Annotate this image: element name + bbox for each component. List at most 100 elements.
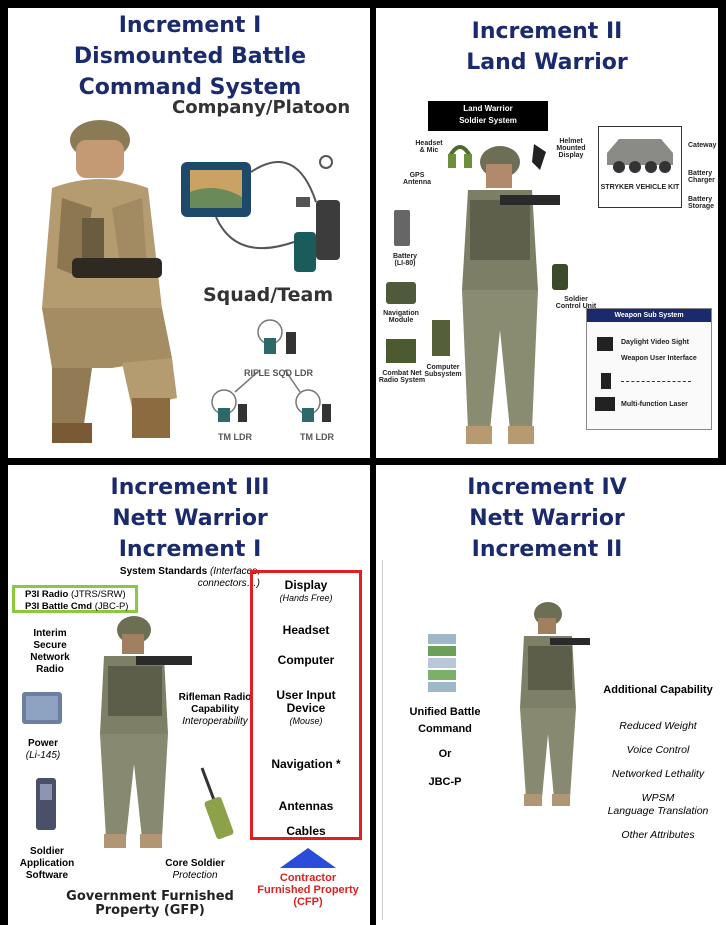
tm-ldr-label-2: TM LDR [300, 432, 334, 442]
power-label: Power (Li-145) [14, 738, 72, 762]
cfp-item-label: Display [284, 578, 328, 592]
label-line: Capability [191, 704, 239, 715]
weapon-sub-system-title: Weapon Sub System [587, 309, 711, 322]
additional-capability-label: Additional Capability [603, 684, 713, 696]
title-line: Increment II [471, 537, 623, 562]
protection-note: Protection [172, 870, 218, 881]
label-line: Network [30, 652, 70, 663]
label-line: Command [418, 723, 472, 735]
label-line: Software [25, 870, 69, 881]
label-line: Rifleman Radio [178, 692, 252, 703]
weapon-sub-system-box: Weapon Sub System Daylight Video Sight W… [586, 308, 712, 430]
title-line: Increment IV [467, 475, 627, 500]
panel-3-title: Increment III Nett Warrior Increment I [10, 472, 370, 565]
cfp-item-label: Cables [286, 824, 326, 838]
battery-icon [394, 210, 410, 246]
p3i-box: P3I Radio (JTRS/SRW) P3I Battle Cmd (JBC… [12, 585, 138, 613]
soldier-control-unit-icon [552, 264, 568, 290]
soldier-land-warrior-image [462, 146, 560, 444]
capability-item: Networked Lethality [611, 768, 705, 780]
panel-1-title: Increment I Dismounted Battle Command Sy… [10, 10, 370, 103]
title-line: Command System [78, 75, 302, 100]
title-line: Nett Warrior [112, 506, 268, 531]
system-standards-text: System Standards (Interfaces, connectors… [90, 566, 260, 590]
label-line: Secure [33, 640, 67, 651]
label-line: Application [19, 858, 75, 869]
jbcp-label: JBC-P [428, 776, 462, 788]
cfp-item-note: (Mouse) [289, 716, 323, 726]
title-line: Increment II [471, 19, 623, 44]
label-line: Unified Battle [409, 706, 481, 718]
header-line: Soldier System [459, 116, 517, 125]
radio-icon [386, 339, 416, 363]
core-soldier-title: Core Soldier [165, 858, 225, 869]
helmet-display-icon [532, 144, 546, 170]
capability-item: Language Translation [607, 805, 709, 817]
cfp-up-arrow-icon [280, 848, 336, 868]
dbcs-device-kit-image [181, 155, 340, 272]
company-platoon-label: Company/Platoon [172, 97, 351, 118]
cfp-item-label: Computer [277, 653, 335, 667]
callout-headset: Headset & Mic [415, 140, 443, 154]
navigation-module-icon [386, 282, 416, 304]
label-line: Soldier [30, 846, 64, 857]
cfp-item-note: (Hands Free) [279, 593, 333, 603]
weapon-sight-icon [595, 337, 615, 411]
system-standards-label: System Standards [119, 566, 208, 577]
title-line: Increment III [110, 475, 270, 500]
title-line: Increment I [118, 13, 262, 38]
cfp-box: Display (Hands Free) Headset Computer Us… [250, 570, 362, 840]
application-device-icon [36, 778, 56, 830]
interim-radio-label: Interim Secure Network Radio [20, 628, 80, 676]
soldier-kneeling-image [42, 120, 177, 443]
capabilities-list: Reduced Weight Voice Control Networked L… [588, 720, 726, 841]
panel-4-title: Increment IV Nett Warrior Increment II [376, 472, 718, 565]
label-line: Contractor [279, 872, 337, 884]
p3i-radio-label: P3I Radio [25, 589, 69, 600]
power-note: (Li-145) [25, 750, 61, 761]
label-line: (CFP) [293, 896, 323, 908]
title-line: Nett Warrior [469, 506, 625, 531]
callout-gps-antenna: GPS Antenna [403, 172, 431, 186]
cfp-item-label: Headset [282, 623, 330, 637]
title-line: Land Warrior [466, 50, 628, 75]
rifleman-radio-icon [200, 767, 234, 840]
stryker-label: STRYKER VEHICLE KIT [600, 184, 680, 191]
label-line: Government Furnished [66, 889, 234, 904]
weapon-item: Daylight Video Sight [621, 339, 689, 346]
title-line: Increment I [118, 537, 262, 562]
label-line: Furnished Property [257, 884, 359, 896]
header-line: Land Warrior [463, 104, 513, 113]
rifleman-radio-label: Rifleman Radio Capability Interoperabili… [160, 692, 270, 728]
title-line: Dismounted Battle [73, 44, 307, 69]
capability-item: WPSM [641, 792, 675, 804]
core-soldier-label: Core Soldier Protection [150, 858, 240, 882]
label-line: Interim [33, 628, 67, 639]
label-line: Property (GFP) [95, 903, 205, 918]
unified-battle-command-stack-icon [428, 634, 456, 692]
panel-2-title: Increment II Land Warrior [376, 16, 718, 78]
callout-battery-storage: Battery Storage [688, 196, 715, 210]
power-battery-icon [22, 692, 62, 724]
cfp-item-label: Navigation * [271, 757, 341, 771]
p3i-cmd-label: P3I Battle Cmd [25, 601, 93, 612]
stryker-vehicle-kit-box: STRYKER VEHICLE KIT [598, 126, 682, 208]
cfp-item-label: User Input Device [276, 688, 336, 715]
capability-item: Reduced Weight [619, 720, 697, 732]
gfp-label: Government Furnished Property (GFP) [40, 890, 260, 918]
callout-helmet-display: Helmet Mounted Display [556, 138, 586, 159]
tm-ldr-label-1: TM LDR [218, 432, 252, 442]
cfp-item: User Input Device (Mouse) [253, 689, 359, 728]
callout-battery-charger: Battery Charger [688, 170, 715, 184]
computer-subsystem-icon [432, 320, 450, 356]
frame-top [0, 0, 726, 8]
land-warrior-header: Land Warrior Soldier System [428, 101, 548, 131]
software-label: Soldier Application Software [12, 846, 82, 882]
unified-battle-command-label: Unified Battle Command [390, 704, 500, 738]
interoperability-note: Interoperability [182, 716, 248, 727]
cfp-item: Display (Hands Free) [253, 579, 359, 605]
callout-soldier-control-unit: Soldier Control Unit [555, 296, 597, 310]
p3i-cmd-note: (JBC-P) [94, 601, 129, 612]
label-line: Radio [36, 664, 64, 675]
weapon-item: Weapon User Interface [621, 355, 697, 362]
